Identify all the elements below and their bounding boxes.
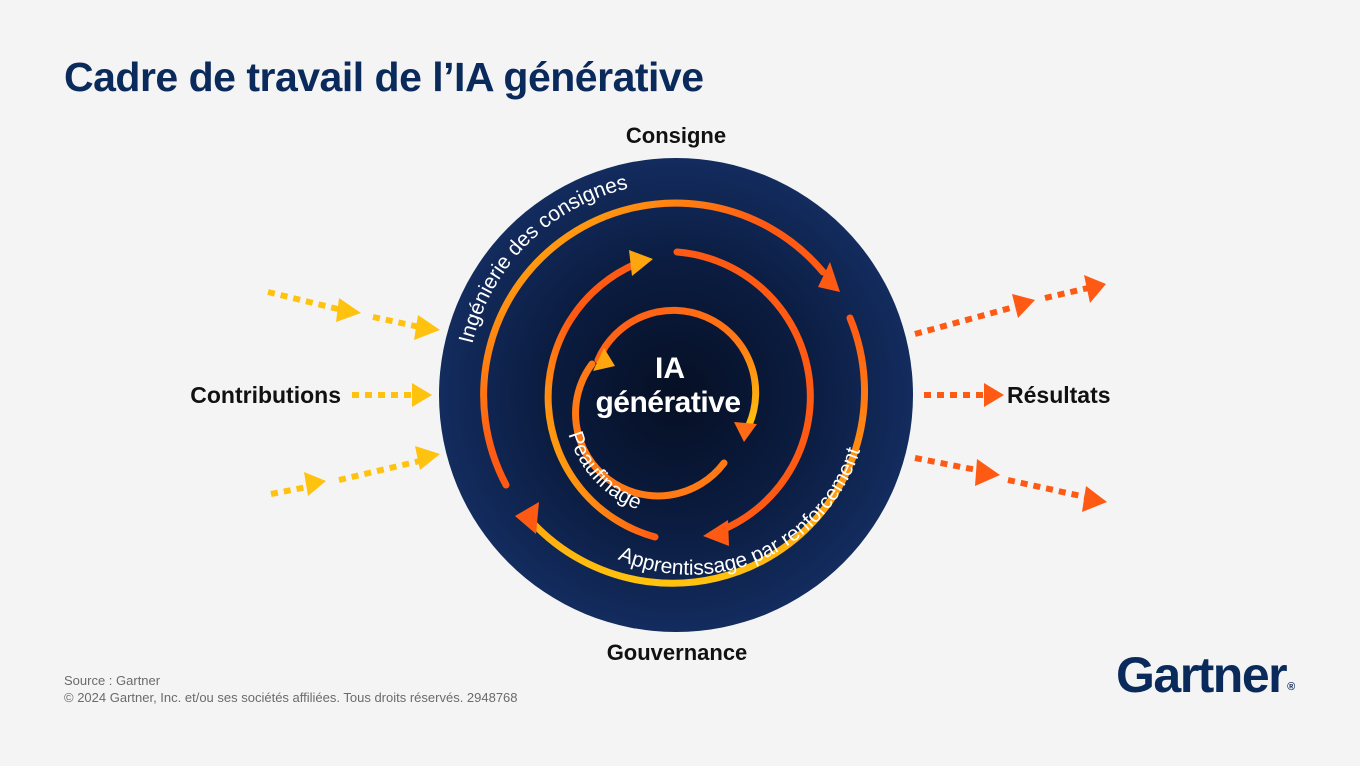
footer-source: Source : Gartner bbox=[64, 673, 161, 688]
input-arrow-bottom-a bbox=[270, 483, 313, 497]
output-arrow-bottom-b bbox=[1007, 477, 1091, 501]
inner-cycle-arc-bottom bbox=[572, 360, 728, 500]
input-arrow-bottom-b bbox=[338, 457, 425, 483]
bottom-label: Gouvernance bbox=[607, 640, 748, 665]
output-arrow-top-b bbox=[1044, 285, 1089, 301]
reinforcement-arc bbox=[527, 314, 868, 587]
output-arrow-top-a bbox=[914, 304, 1015, 337]
output-arrow-bottom-a bbox=[914, 455, 983, 474]
left-label: Contributions bbox=[190, 382, 341, 408]
outer-cycle-arc bbox=[480, 199, 827, 489]
input-arrow-heads bbox=[304, 298, 440, 496]
inner-cycle-arc-top bbox=[594, 306, 760, 429]
top-label: Consigne bbox=[626, 123, 726, 148]
center-label-line2: générative bbox=[595, 386, 740, 419]
framework-circle bbox=[439, 158, 913, 632]
output-arrows bbox=[914, 285, 1091, 501]
gartner-logo: Gartner® bbox=[1116, 650, 1295, 700]
logo-text: Gartner bbox=[1116, 647, 1288, 703]
middle-cycle-arrowhead-top bbox=[629, 250, 653, 276]
middle-cycle-arc-right bbox=[673, 248, 814, 534]
inner-cycle-arrowhead-right bbox=[734, 422, 757, 442]
center-label-line1: IA bbox=[655, 352, 685, 385]
page-title: Cadre de travail de l’IA générative bbox=[64, 54, 704, 100]
inner-cycle-arrowhead-left bbox=[593, 348, 615, 371]
input-arrows bbox=[267, 289, 425, 497]
input-arrow-top-a bbox=[267, 289, 343, 313]
middle-cycle-arc-left bbox=[544, 259, 659, 541]
middle-cycle-arrowhead-bottom bbox=[703, 520, 729, 546]
input-arrow-top-b bbox=[372, 314, 425, 331]
registered-mark: ® bbox=[1287, 681, 1296, 693]
right-label: Résultats bbox=[1007, 382, 1111, 408]
output-arrow-heads bbox=[975, 275, 1107, 512]
outer-cycle-arrowhead bbox=[818, 262, 840, 292]
footer-copyright: © 2024 Gartner, Inc. et/ou ses sociétés … bbox=[64, 690, 518, 705]
reinforcement-arrowhead bbox=[515, 502, 539, 534]
footer: Source : Gartner © 2024 Gartner, Inc. et… bbox=[64, 672, 518, 706]
